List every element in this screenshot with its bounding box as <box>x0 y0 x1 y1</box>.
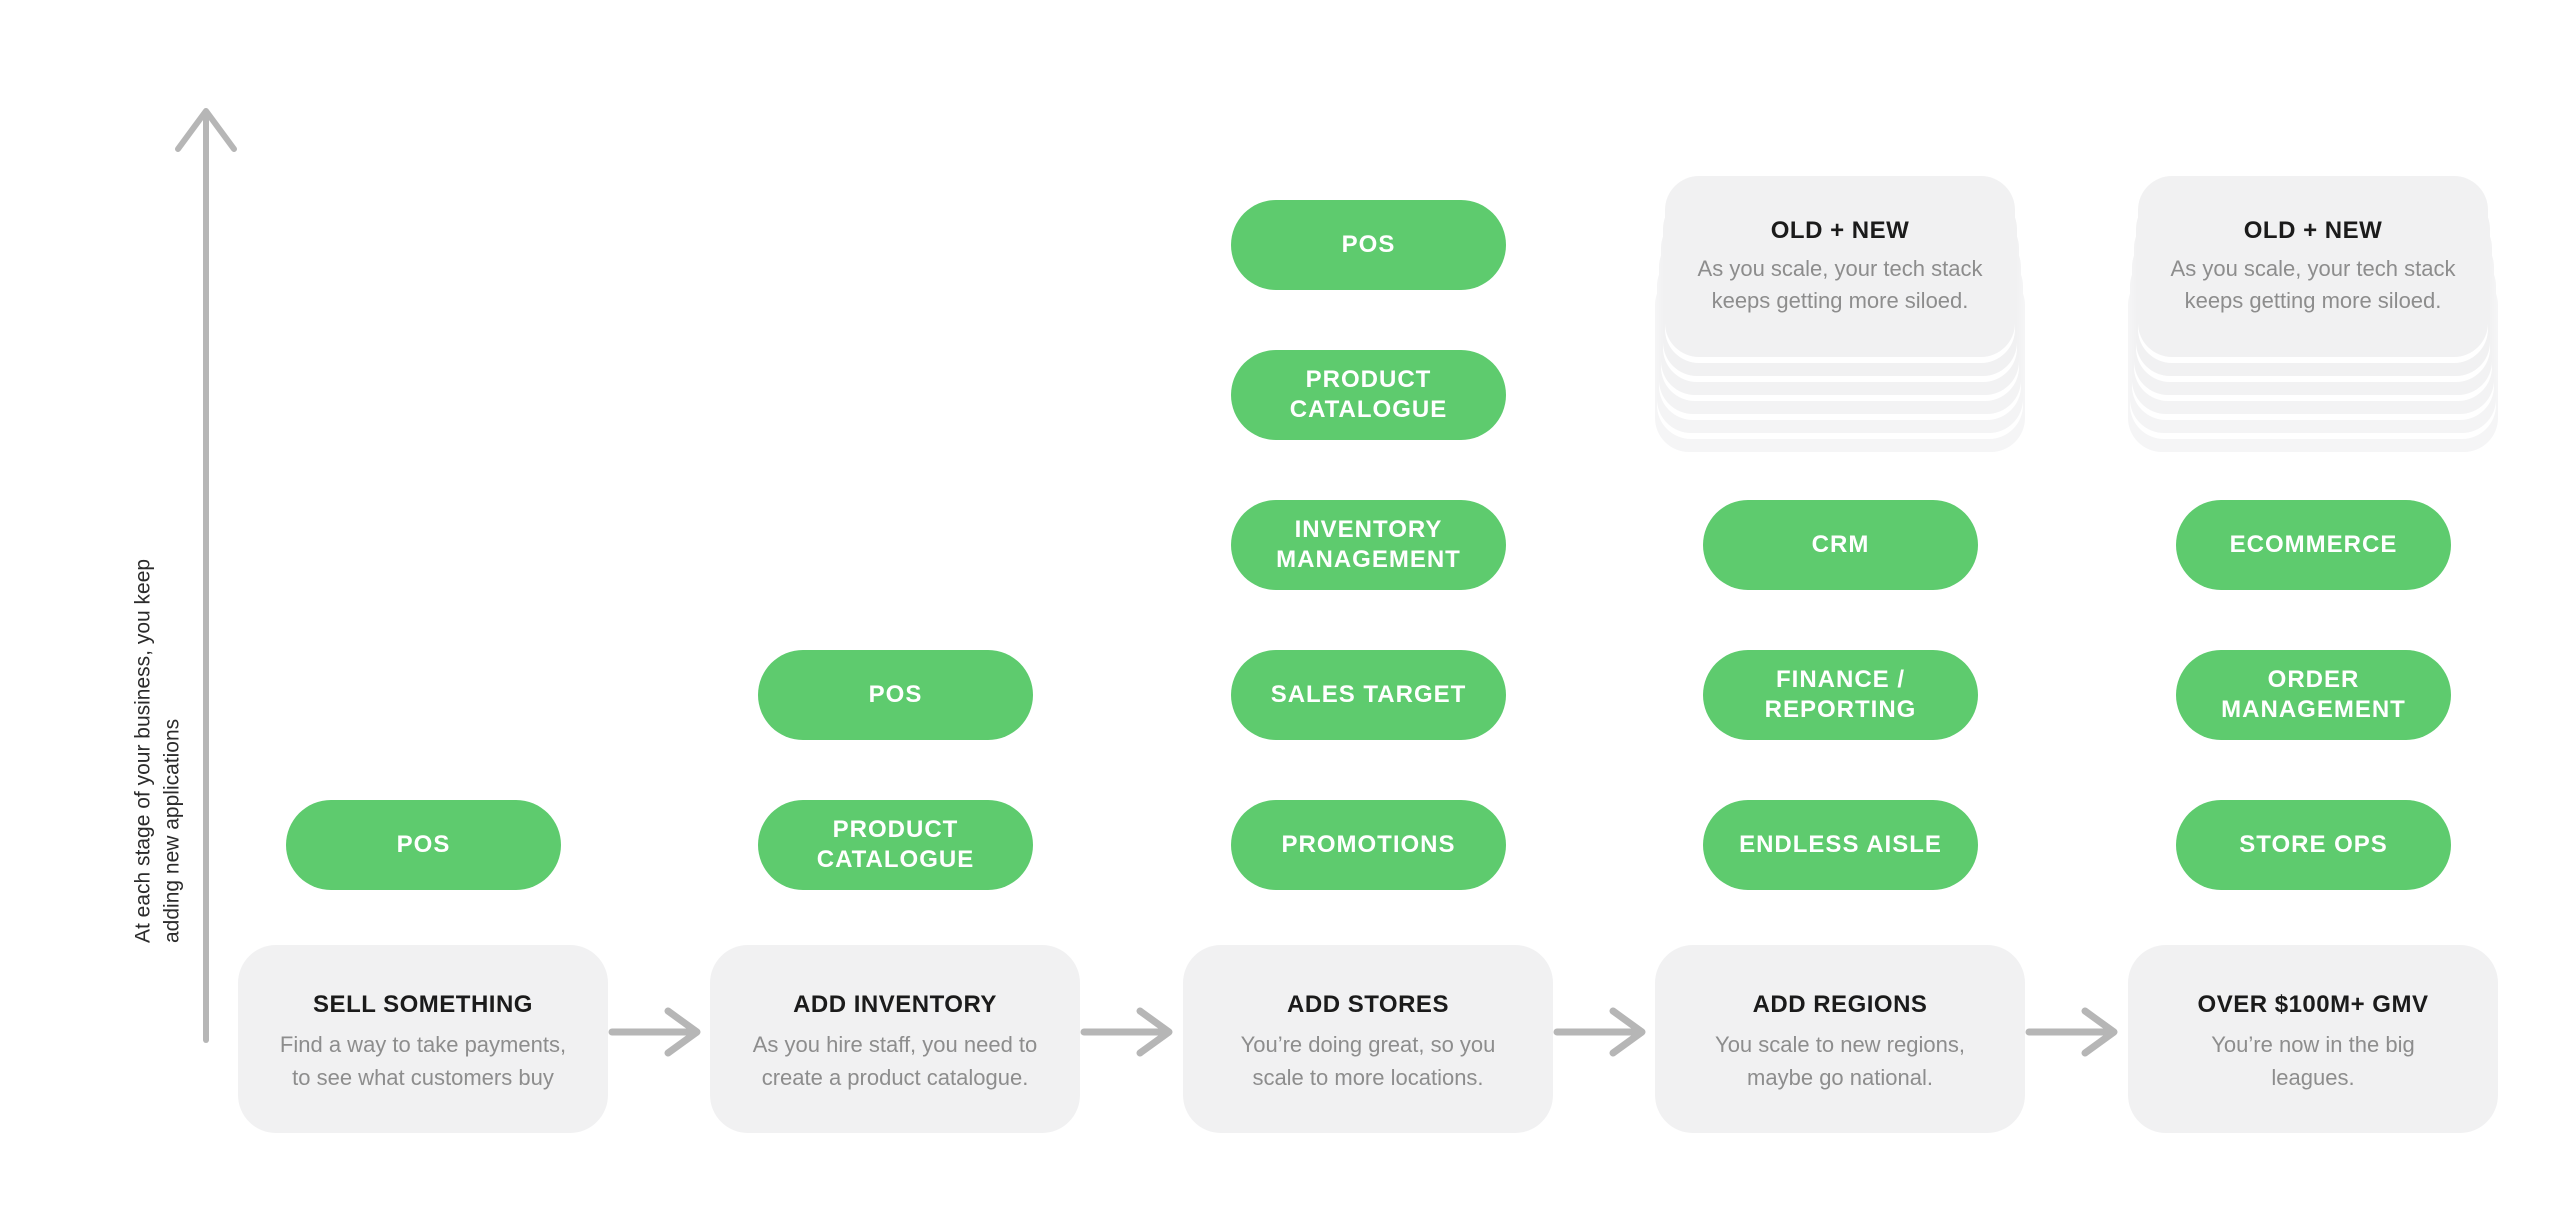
stage-title: SELL SOMETHING <box>313 990 533 1018</box>
stage-description: As you hire staff, you need to create a … <box>752 1031 1038 1090</box>
app-pill-sales-target: SALES TARGET <box>1231 650 1506 740</box>
stage-description: You scale to new regions, maybe go natio… <box>1715 1031 1965 1090</box>
app-pill-store-ops: STORE OPS <box>2176 800 2451 890</box>
tech-stack-card-add-regions: OLD + NEW As you scale, your tech stack … <box>1655 176 2025 466</box>
stage-description: You’re now in the big leagues. <box>2211 1031 2415 1090</box>
app-pill-order-management: ORDER MANAGEMENT <box>2176 650 2451 740</box>
stage-card-add-regions: ADD REGIONS You scale to new regions, ma… <box>1655 945 2025 1133</box>
app-pill-ecommerce: ECOMMERCE <box>2176 500 2451 590</box>
app-pill-pos: POS <box>1231 200 1506 290</box>
app-pill-promotions: PROMOTIONS <box>1231 800 1506 890</box>
tech-stack-card-front: OLD + NEW As you scale, your tech stack … <box>2138 176 2488 357</box>
app-pill-crm: CRM <box>1703 500 1978 590</box>
growth-axis-label: At each stage of your business, you keep… <box>129 503 188 943</box>
growth-axis-arrow-icon <box>175 108 237 1043</box>
app-pill-pos: POS <box>758 650 1033 740</box>
stage-card-over-100m-gmv: OVER $100M+ GMV You’re now in the big le… <box>2128 945 2498 1133</box>
stage-arrow-icon <box>2025 1007 2118 1057</box>
stage-arrow-icon <box>1553 1007 1646 1057</box>
tech-stack-card-front: OLD + NEW As you scale, your tech stack … <box>1665 176 2015 357</box>
stage-title: ADD INVENTORY <box>793 990 997 1018</box>
stage-title: OVER $100M+ GMV <box>2197 990 2429 1018</box>
stage-title: ADD REGIONS <box>1752 990 1928 1018</box>
tech-stack-card-description: As you scale, your tech stack keeps gett… <box>2170 255 2456 313</box>
stage-card-add-stores: ADD STORES You’re doing great, so you sc… <box>1183 945 1553 1133</box>
tech-stack-card-title: OLD + NEW <box>1770 216 1910 244</box>
growth-axis-label-line2: adding new applications <box>161 718 184 943</box>
stage-arrow-icon <box>608 1007 701 1057</box>
stage-description: You’re doing great, so you scale to more… <box>1240 1031 1496 1090</box>
app-pill-product-catalogue: PRODUCT CATALOGUE <box>1231 350 1506 440</box>
stage-arrow-icon <box>1080 1007 1173 1057</box>
stage-card-add-inventory: ADD INVENTORY As you hire staff, you nee… <box>710 945 1080 1133</box>
app-pill-product-catalogue: PRODUCT CATALOGUE <box>758 800 1033 890</box>
growth-axis-label-line1: At each stage of your business, you keep <box>131 558 155 943</box>
app-pill-finance-reporting: FINANCE / REPORTING <box>1703 650 1978 740</box>
app-pill-inventory-management: INVENTORY MANAGEMENT <box>1231 500 1506 590</box>
tech-stack-card-over-100m: OLD + NEW As you scale, your tech stack … <box>2128 176 2498 466</box>
stage-description: Find a way to take payments, to see what… <box>279 1031 567 1090</box>
stage-card-sell-something: SELL SOMETHING Find a way to take paymen… <box>238 945 608 1133</box>
tech-stack-card-description: As you scale, your tech stack keeps gett… <box>1697 255 1983 313</box>
stage-title: ADD STORES <box>1287 990 1449 1018</box>
tech-stack-card-title: OLD + NEW <box>2243 216 2383 244</box>
app-pill-endless-aisle: ENDLESS AISLE <box>1703 800 1978 890</box>
app-pill-pos: POS <box>286 800 561 890</box>
